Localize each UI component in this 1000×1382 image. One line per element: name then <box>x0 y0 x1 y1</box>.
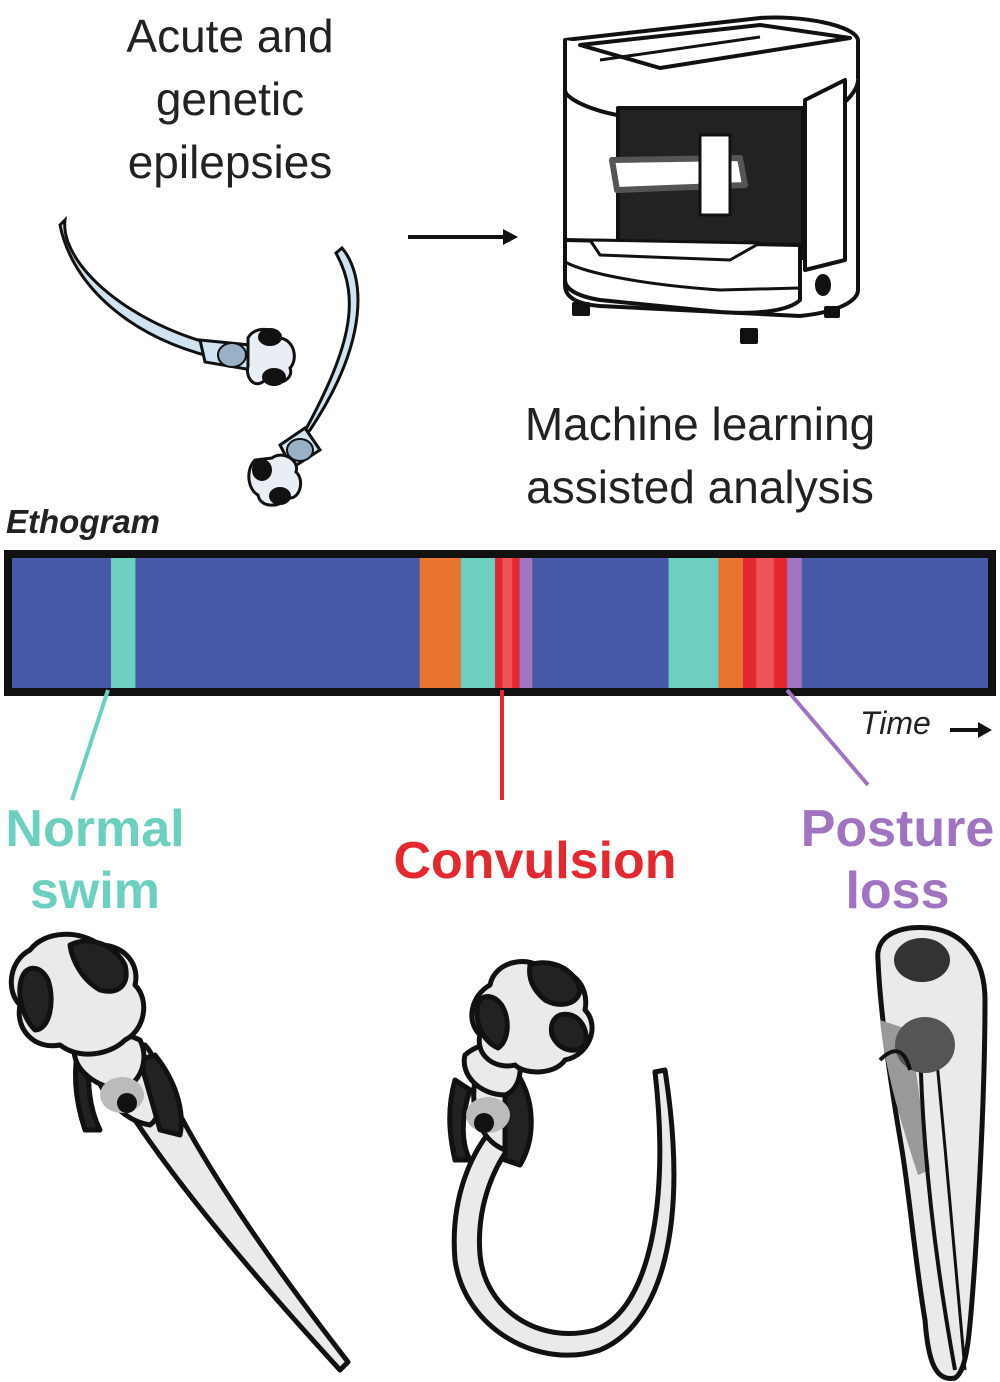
zebrafish-larva-icon <box>58 215 296 386</box>
ethogram-segment-posture <box>519 556 533 690</box>
ethogram-segment-normal <box>110 556 136 690</box>
ethogram-bar <box>4 550 996 696</box>
normal-swim-label: Normal swim <box>0 798 190 922</box>
ethogram-segment-normal <box>460 556 496 690</box>
time-arrow-icon <box>950 722 992 738</box>
posture-line-2: loss <box>845 862 950 920</box>
ethogram-background <box>10 556 990 690</box>
time-text: Time <box>860 705 931 741</box>
normal-line-2: swim <box>29 862 161 920</box>
ethogram-border <box>4 550 996 696</box>
ethogram-label: Ethogram <box>6 503 161 540</box>
title-right-line-2: assisted analysis <box>526 461 874 513</box>
normal-connector <box>70 689 110 801</box>
posture-line-1: Posture <box>800 800 995 858</box>
ethogram-segment-orange <box>419 556 461 690</box>
convulsion-larva-icon <box>447 959 677 1358</box>
posture-connector <box>785 688 870 787</box>
ethogram-segment-orange <box>718 556 744 690</box>
ethogram-segment-highlight <box>756 556 774 690</box>
convulsion-label: Convulsion <box>380 830 690 892</box>
normal-line-1: Normal <box>5 800 185 858</box>
ethogram-segment-posture <box>787 556 802 690</box>
title-machine-learning: Machine learning assisted analysis <box>470 393 930 519</box>
posture-loss-label: Posture loss <box>795 798 1000 922</box>
posture-loss-larva-icon <box>875 924 988 1381</box>
normal-swim-larva-icon <box>8 931 351 1373</box>
title-right-line-1: Machine learning <box>524 398 876 450</box>
title-left-line-2: genetic <box>155 73 305 125</box>
convulsion-line-1: Convulsion <box>393 832 677 890</box>
title-left-line-1: Acute and <box>126 10 334 62</box>
time-label: Time <box>860 705 931 742</box>
title-epilepsies: Acute and genetic epilepsies <box>80 5 380 194</box>
ethogram-segment-highlight <box>502 556 513 690</box>
arrow-right-icon <box>408 229 518 245</box>
ethogram-segment-convulsion <box>743 556 788 690</box>
ethogram-segment-normal <box>668 556 719 690</box>
title-left-line-3: epilepsies <box>127 136 333 188</box>
ethogram-segment-convulsion <box>495 556 520 690</box>
zebrafish-larva-icon <box>247 245 360 507</box>
imaging-device-icon <box>563 15 860 344</box>
